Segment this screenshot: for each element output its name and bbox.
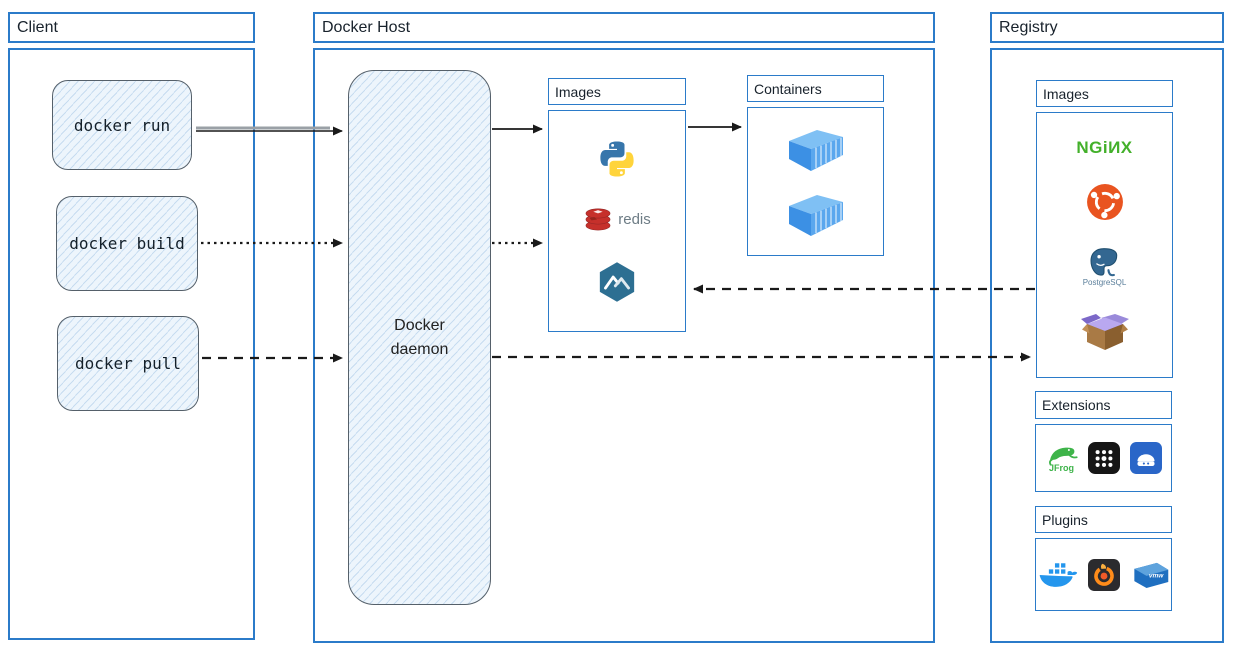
- registry-images-title-label: Images: [1043, 85, 1089, 102]
- docker-run-node: docker run: [52, 80, 192, 170]
- docker-pull-label: docker pull: [75, 354, 181, 373]
- redis-logo: [585, 208, 611, 231]
- registry-images-icon-list: NGiИX PostgreSQL: [1037, 113, 1172, 377]
- client-section-title: Client: [8, 12, 255, 43]
- registry-section-title: Registry: [990, 12, 1224, 43]
- extensions-icon-list: JFrog: [1036, 425, 1171, 491]
- docker-daemon-label: Docker daemon: [390, 317, 449, 358]
- host-images-icon-list: redis: [549, 111, 685, 331]
- postgresql-logo: [1090, 248, 1118, 277]
- jfrog-logo: [1048, 447, 1078, 466]
- registry-images-panel: NGiИX PostgreSQL: [1036, 112, 1173, 378]
- redis-text-label: redis: [618, 210, 651, 228]
- containers-icon-list: [748, 108, 883, 255]
- host-images-panel-title: Images: [548, 78, 686, 105]
- alpine-mountain-logo: [599, 261, 635, 302]
- server-dome-icon: [1129, 442, 1162, 474]
- docker-whale-logo: [1039, 561, 1077, 587]
- grafana-logo: [1087, 558, 1120, 591]
- python-logo: [600, 141, 634, 176]
- containers-panel: [747, 107, 884, 256]
- host-images-title-label: Images: [555, 83, 601, 100]
- postgresql-logo-block: PostgreSQL: [1082, 246, 1127, 287]
- docker-pull-node: docker pull: [57, 316, 199, 411]
- docker-host-title-label: Docker Host: [322, 18, 411, 36]
- docker-build-node: docker build: [56, 196, 198, 291]
- client-title-label: Client: [17, 18, 58, 36]
- postgresql-text-label: PostgreSQL: [1082, 278, 1127, 287]
- registry-title-label: Registry: [999, 18, 1058, 36]
- jfrog-logo-block: JFrog: [1046, 444, 1078, 473]
- vmware-logo: vmw: [1133, 562, 1168, 588]
- nginx-logo: NGiИX: [1076, 138, 1133, 157]
- redis-logo-row: redis: [583, 206, 651, 232]
- jfrog-text-label: JFrog: [1048, 462, 1074, 473]
- plugins-panel: vmw: [1035, 538, 1172, 611]
- containers-panel-title: Containers: [747, 75, 884, 102]
- extensions-panel: JFrog: [1035, 424, 1172, 492]
- host-images-panel: redis: [548, 110, 686, 332]
- dot-grid-icon: [1087, 442, 1120, 474]
- registry-images-panel-title: Images: [1036, 80, 1173, 107]
- docker-host-section-title: Docker Host: [313, 12, 935, 43]
- extensions-panel-title: Extensions: [1035, 391, 1172, 419]
- container-3d-icon: [788, 130, 843, 172]
- plugins-icon-list: vmw: [1036, 539, 1171, 610]
- plugins-title-label: Plugins: [1042, 511, 1088, 528]
- ubuntu-logo: [1086, 184, 1123, 220]
- busybox-logo: [1080, 314, 1129, 350]
- containers-title-label: Containers: [754, 80, 822, 97]
- plugins-panel-title: Plugins: [1035, 506, 1172, 533]
- container-3d-icon: [788, 194, 843, 236]
- docker-build-label: docker build: [69, 234, 185, 253]
- extensions-title-label: Extensions: [1042, 397, 1111, 413]
- vmware-text-label: vmw: [1148, 572, 1163, 579]
- docker-run-label: docker run: [73, 115, 171, 135]
- docker-daemon-node: Docker daemon: [348, 70, 491, 605]
